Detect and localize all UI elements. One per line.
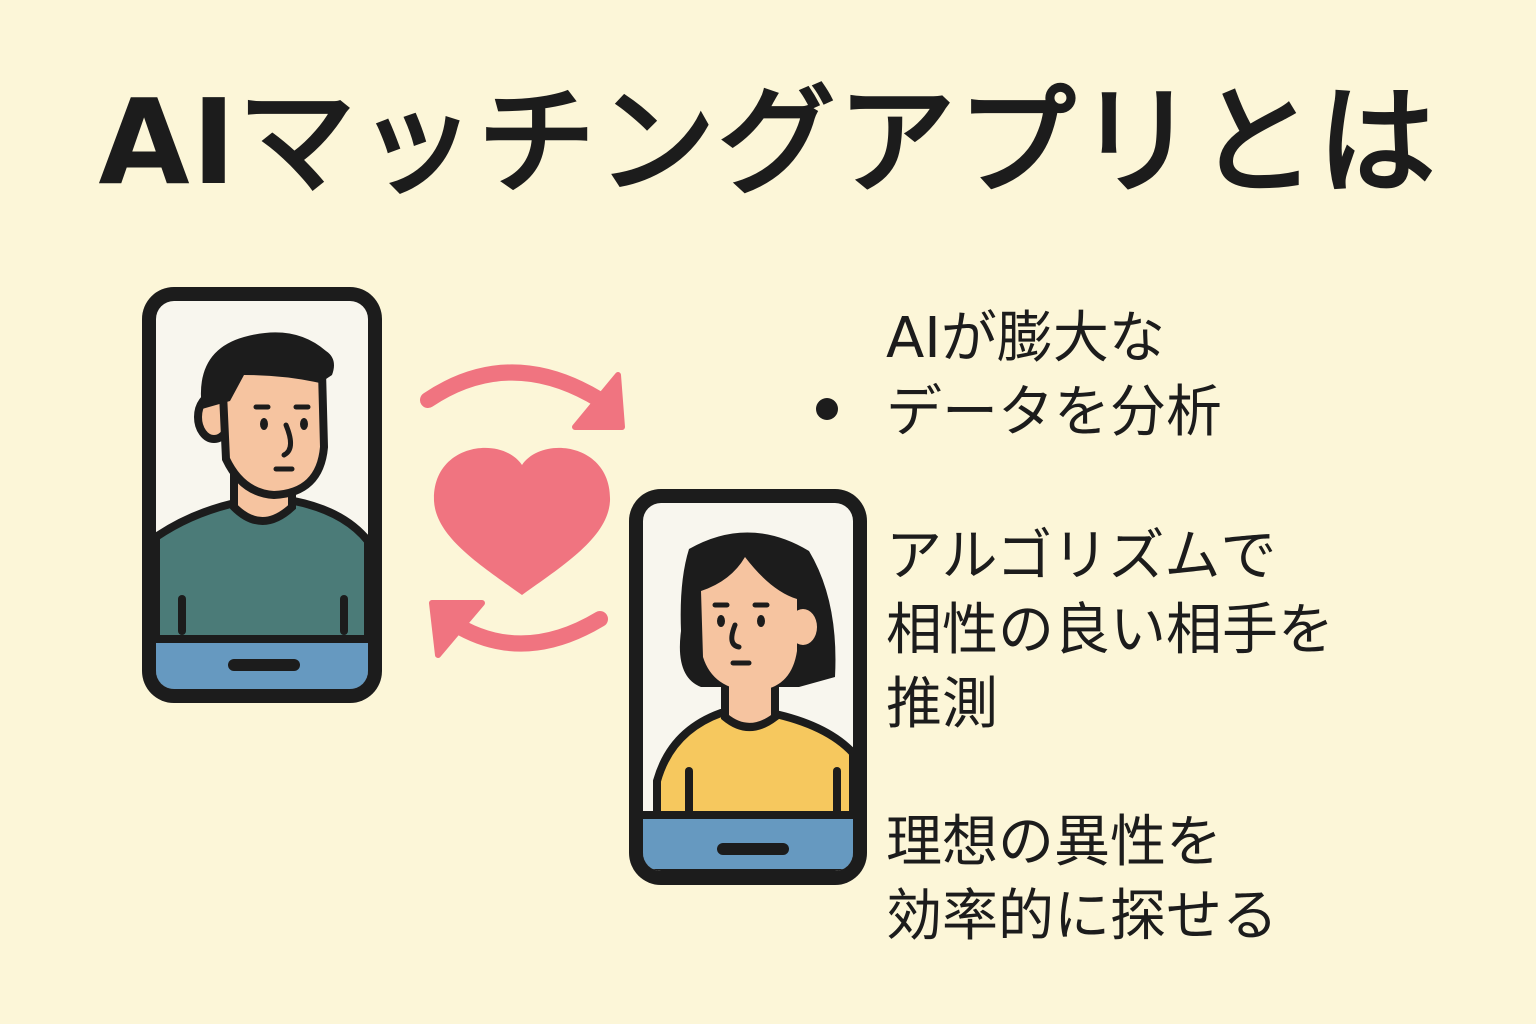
match-exchange bbox=[410, 355, 640, 675]
phone-man-profile bbox=[134, 279, 390, 711]
point-algorithm-matching: アルゴリズムで 相性の良い相手を 推測 bbox=[886, 520, 1334, 742]
point-line: 理想の異性を bbox=[886, 810, 1222, 875]
page-title: AIマッチングアプリとは bbox=[98, 73, 1438, 211]
point-ai-analysis: AIが膨大な データを分析 bbox=[886, 302, 1222, 450]
man-avatar-icon bbox=[142, 287, 382, 703]
woman-avatar-icon bbox=[629, 489, 867, 885]
point-efficient-search: 理想の異性を 効率的に探せる bbox=[886, 806, 1278, 954]
point-line: 効率的に探せる bbox=[886, 884, 1278, 949]
bullet-dot bbox=[816, 398, 838, 420]
heart-icon bbox=[433, 447, 611, 595]
point-line: データを分析 bbox=[886, 380, 1222, 445]
point-line: 相性の良い相手を bbox=[886, 598, 1334, 663]
arrow-left-curved-icon bbox=[429, 600, 608, 658]
point-line: 推測 bbox=[886, 672, 998, 737]
point-line: AIが膨大な bbox=[886, 306, 1165, 371]
point-line: アルゴリズムで bbox=[886, 524, 1277, 589]
arrow-right-curved-icon bbox=[420, 364, 625, 430]
phone-woman-profile bbox=[621, 481, 875, 893]
